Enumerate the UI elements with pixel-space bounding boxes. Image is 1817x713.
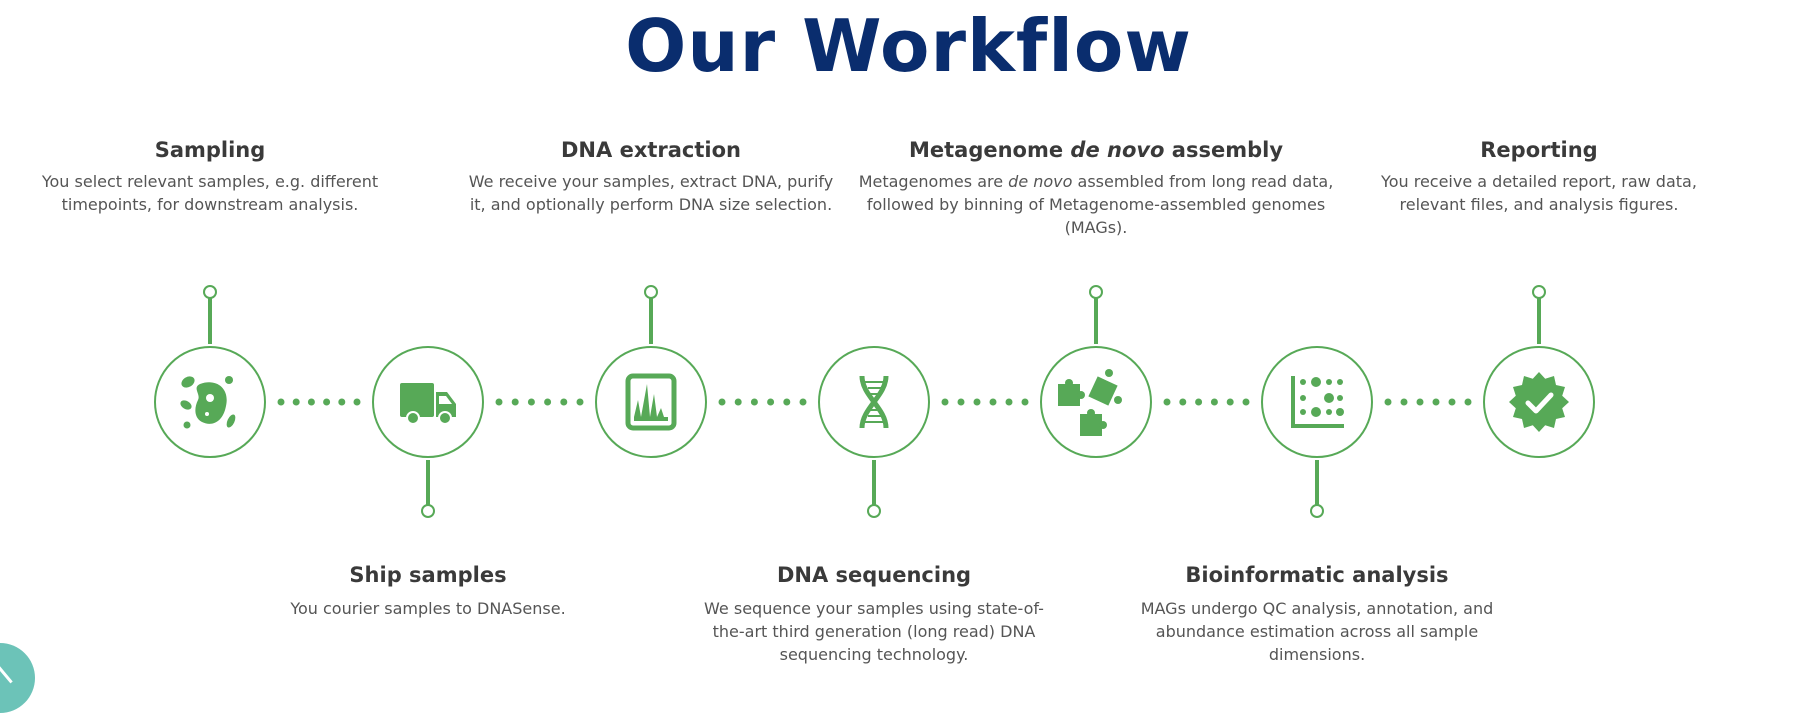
truck-icon [400, 383, 456, 425]
bacteria-icon [180, 376, 236, 429]
step-desc: Metagenomes are de novo assembled from l… [858, 172, 1334, 237]
step-title: Reporting [1480, 138, 1598, 162]
connector-dot [560, 398, 568, 406]
stem-end-dot [421, 504, 435, 518]
connector-dot [544, 398, 552, 406]
connector-dot [1210, 398, 1218, 406]
connector-dot [1226, 398, 1234, 406]
step-dna-sequencing: DNA sequencing We sequence your samples … [694, 563, 1054, 666]
step-sampling: Sampling You select relevant samples, e.… [40, 138, 380, 216]
connector-dot [799, 398, 807, 406]
connector-dot [989, 398, 997, 406]
connector-dot [718, 398, 726, 406]
connector-dot [1179, 398, 1187, 406]
step-desc: You courier samples to DNASense. [290, 599, 566, 618]
connector-dot [323, 398, 331, 406]
connector-dot [495, 398, 503, 406]
connector-dot [292, 398, 300, 406]
stem-end-dot [1532, 285, 1546, 299]
connector-dot [1416, 398, 1424, 406]
connector-dot [1432, 398, 1440, 406]
stem-end-dot [203, 285, 217, 299]
step-title: Ship samples [349, 563, 507, 587]
connector-dot [1384, 398, 1392, 406]
step-desc: We sequence your samples using state-of-… [704, 599, 1044, 664]
step-node-circle [1261, 346, 1373, 458]
connector-dot [527, 398, 535, 406]
chromatogram-icon [625, 373, 677, 431]
connector-dot [957, 398, 965, 406]
stem-end-dot [1310, 504, 1324, 518]
step-title: Metagenome de novo assembly [908, 138, 1284, 162]
step-title: DNA extraction [561, 138, 741, 162]
stem-end-dot [1089, 285, 1103, 299]
connector-dot [338, 398, 346, 406]
step-reporting: Reporting You receive a detailed report,… [1354, 138, 1724, 216]
step-desc: We receive your samples, extract DNA, pu… [468, 172, 834, 214]
step-title: DNA sequencing [776, 563, 972, 587]
connector-dot [767, 398, 775, 406]
verified-badge-icon [1509, 372, 1569, 432]
stem-end-dot [867, 504, 881, 518]
step-title: Sampling [154, 138, 266, 162]
puzzle-icon [1058, 369, 1122, 436]
scatter-plot-icon [1291, 376, 1344, 428]
connector-dot [1005, 398, 1013, 406]
connector-dot [750, 398, 758, 406]
connector-dot [576, 398, 584, 406]
step-title: Bioinformatic analysis [1185, 563, 1449, 587]
connector-dot [1195, 398, 1203, 406]
connector-dot [1400, 398, 1408, 406]
step-desc: You select relevant samples, e.g. differ… [41, 172, 379, 214]
step-node-circle [1040, 346, 1152, 458]
step-node-circle [595, 346, 707, 458]
dna-icon [859, 375, 889, 429]
page-title: Our Workflow [625, 4, 1192, 88]
step-desc: You receive a detailed report, raw data,… [1381, 172, 1697, 214]
connector-dot [1021, 398, 1029, 406]
connector-dot [734, 398, 742, 406]
connector-dot [1464, 398, 1472, 406]
connector-dot [277, 398, 285, 406]
step-ship-samples: Ship samples You courier samples to DNAS… [218, 563, 638, 620]
connector-dot [1163, 398, 1171, 406]
connector-dot [1242, 398, 1250, 406]
arrow-icon [0, 664, 13, 684]
step-bioinformatic-analysis: Bioinformatic analysis MAGs undergo QC a… [1132, 563, 1502, 666]
connector-dot [1448, 398, 1456, 406]
connector-dot [307, 398, 315, 406]
connector-dot [941, 398, 949, 406]
connector-dot [973, 398, 981, 406]
connector-dot [783, 398, 791, 406]
step-desc: MAGs undergo QC analysis, annotation, an… [1140, 599, 1494, 664]
stem-end-dot [644, 285, 658, 299]
step-dna-extraction: DNA extraction We receive your samples, … [466, 138, 836, 216]
connector-dot [511, 398, 519, 406]
connector-dot [353, 398, 361, 406]
step-metagenome-assembly: Metagenome de novo assembly Metagenomes … [851, 138, 1341, 239]
